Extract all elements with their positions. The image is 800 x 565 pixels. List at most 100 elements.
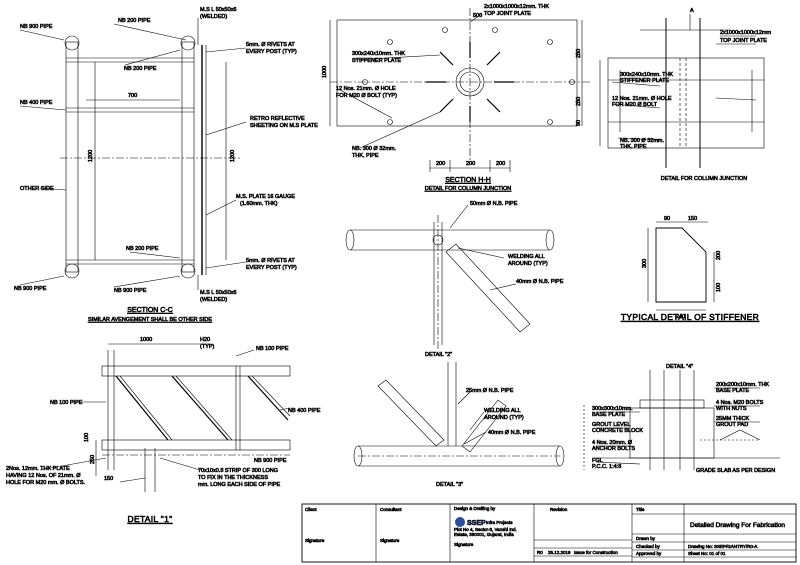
tb-client: Client [305, 507, 317, 512]
fd-r3-2: GROUT PAD [716, 422, 748, 428]
title-block: Client Consultant Signature Signature Si… [301, 503, 797, 563]
bolt-hole [362, 79, 368, 85]
fd-l4-2: P.C.C. 1:4:8 [592, 464, 621, 470]
tb-title-label: Title [636, 507, 645, 512]
bolt-hole [387, 119, 393, 125]
hh-hole-label-2: FOR M20 Ø BOLT (TYP) [336, 93, 397, 99]
bolt-hole [387, 39, 393, 45]
tb-drawn: Drawn by [636, 536, 656, 541]
stf-100: 100 [716, 283, 722, 292]
vertical-pipe-right [181, 41, 195, 273]
hh-dim-200a: 200 [436, 161, 445, 167]
d1-h20: H20 [200, 337, 210, 343]
fd-l4: FGL [592, 458, 603, 464]
tb-revision: Revision [550, 507, 568, 512]
d1-strip: 70x10x0.8 STRIP OF 300 LONG [198, 468, 278, 474]
col-hole-2: FOR M20 Ø BOLT [612, 102, 658, 108]
col-plate-2: TOP JOINT PLATE [720, 38, 767, 44]
hh-dim-500: 500 [473, 13, 482, 19]
joint-plate [336, 19, 578, 127]
section-hh: 2x1000x1000x12mm. THK TOP JOINT PLATE 50… [322, 4, 590, 192]
pipe-joint [180, 35, 196, 51]
fd-r3: 25MM THICK [716, 416, 750, 422]
d2-weld-2: AROUND (TYP) [508, 261, 548, 267]
tb-rev-date: 25.12.2019 [548, 550, 571, 555]
bolt-hole [569, 79, 575, 85]
label-rivets-top-2: EVERY POST (TYP) [246, 49, 297, 55]
label-ms-plate-2: (1.60mm. THK) [240, 201, 278, 207]
col-top-label: A [690, 8, 694, 14]
fd-l1-2: BASE PLATE [592, 412, 626, 418]
section-hh-subtitle: DETAIL FOR COLUMN JUNCTION [425, 186, 512, 192]
dim-1200-right: 1200 [230, 150, 236, 162]
fd-r1-2: BASE PLATE [716, 388, 750, 394]
label-nb200-inner: NB 200 PIPE [124, 66, 157, 72]
d1-nb100-top: NB 100 PIPE [256, 346, 289, 352]
label-nb900-bottom: NB 900 PIPE [114, 288, 147, 294]
label-msl-top: M.S L 50x50x6 [200, 7, 236, 13]
fd-r2: 4 Nos. M20 BOLTS [716, 400, 764, 406]
hh-dim-90: 90 [576, 120, 582, 126]
section-hh-title: SECTION H-H [445, 177, 491, 184]
label-ms-plate: M.S. PLATE 16 GAUGE [236, 194, 295, 200]
fd-top: DETAIL "4" [666, 364, 693, 370]
d2-top-pipe: 50mm Ø N.B. PIPE [470, 201, 518, 207]
d2-weld: WELDING ALL [508, 254, 545, 260]
label-msl-top-welded: (WELDED) [200, 14, 227, 20]
detail-2-title: DETAIL "2" [425, 352, 452, 358]
tb-signature-3: Signature [454, 542, 474, 547]
label-rivets-bottom-2: EVERY POST (TYP) [246, 265, 297, 271]
hh-plate-label: 2x1000x1000x12mm. THK [484, 4, 549, 10]
section-cc-subtitle: SIMILAR AVENGEMENT SHALL BE OTHER SIDE [88, 317, 212, 323]
col-hole: 12 Nos. 21mm. Ø HOLE [612, 96, 672, 102]
stiffener-detail: 90 150 300 200 100 240 TYPICAL DETAIL OF… [621, 216, 759, 323]
pipe-joint [64, 263, 80, 279]
detail-3-title: DETAIL "3" [436, 482, 463, 488]
hh-hole-label: 12 Nos. 21mm. Ø HOLE [336, 86, 396, 92]
label-nb900-top: NB 900 PIPE [20, 24, 53, 30]
hh-dim-200c: 200 [496, 161, 505, 167]
vertical-pipe-left [65, 41, 79, 273]
label-nb400: NB 400 PIPE [20, 100, 53, 106]
tb-consultant: Consultant [380, 507, 402, 512]
tb-address-1: Plot No 4, Sector-3, Vanshi Ind. [454, 527, 517, 532]
stf-90: 90 [664, 216, 670, 222]
tb-sheet: Sheet No: 01 of 01 [688, 551, 726, 556]
d1-250: 250 [90, 455, 96, 464]
stf-150: 150 [688, 216, 697, 222]
bolt-hole [547, 39, 553, 45]
d3-mid: 40mm Ø N.B. PIPE [488, 430, 536, 436]
tb-title-value: Detailed Drawing For Fabrication [690, 522, 785, 529]
company-logo-icon [455, 517, 465, 527]
d1-nb400: NB 400 PIPE [288, 408, 321, 414]
tb-signature-2: Signature [380, 538, 400, 543]
detail-1: 1000 H20 (TYP) NB 100 PIPE NB 100 PIPE N… [6, 337, 321, 525]
label-rivets-top: 5mm. Ø RIVETS AT [246, 42, 295, 48]
d1-nb900: NB 900 PIPE [254, 458, 287, 464]
hh-dim-250a: 250 [576, 49, 582, 58]
tb-rev-desc: Issue for Construction [574, 550, 618, 555]
fd-bottom: GRADE SLAB AS PER DESIGN [696, 468, 775, 474]
hh-dim-200b: 200 [466, 161, 475, 167]
tb-dwg-no: Drawing No: SSEP/GANTRY/R0-A [688, 544, 757, 549]
bolt-hole [547, 119, 553, 125]
fd-l2: GROUT LEVEL [592, 422, 630, 428]
label-nb900-bottom-left: NB 900 PIPE [14, 286, 47, 292]
hh-plate-label-2: TOP JOINT PLATE [484, 11, 531, 17]
fd-l1: 300x300x10mm. [592, 406, 633, 412]
label-msl-bottom-welded: (WELDED) [200, 297, 227, 303]
col-pipe-2: THK. PIPE [620, 144, 647, 150]
d3-weld: WELDING ALL [484, 408, 521, 414]
fd-l3-2: ANCHOR BOLTS [592, 446, 635, 452]
fd-l3: 4 Nos. 20mm. Ø [592, 440, 633, 446]
pipe-joint [180, 263, 196, 279]
col-stiffener: 300x240x10mm. THK [620, 72, 673, 78]
col-pipe: NB. 300 Ø 32mm. [620, 138, 664, 144]
label-retro: RETRO REFLECTIVE [250, 116, 305, 122]
col-plate: 2x1000x1000x12mm [720, 30, 771, 36]
section-cc-title: SECTION C-C [127, 307, 173, 314]
dim-700: 700 [128, 93, 137, 99]
fd-l2-2: CONCRETE BLOCK [592, 428, 643, 434]
hh-dim-1000: 1000 [322, 66, 328, 78]
